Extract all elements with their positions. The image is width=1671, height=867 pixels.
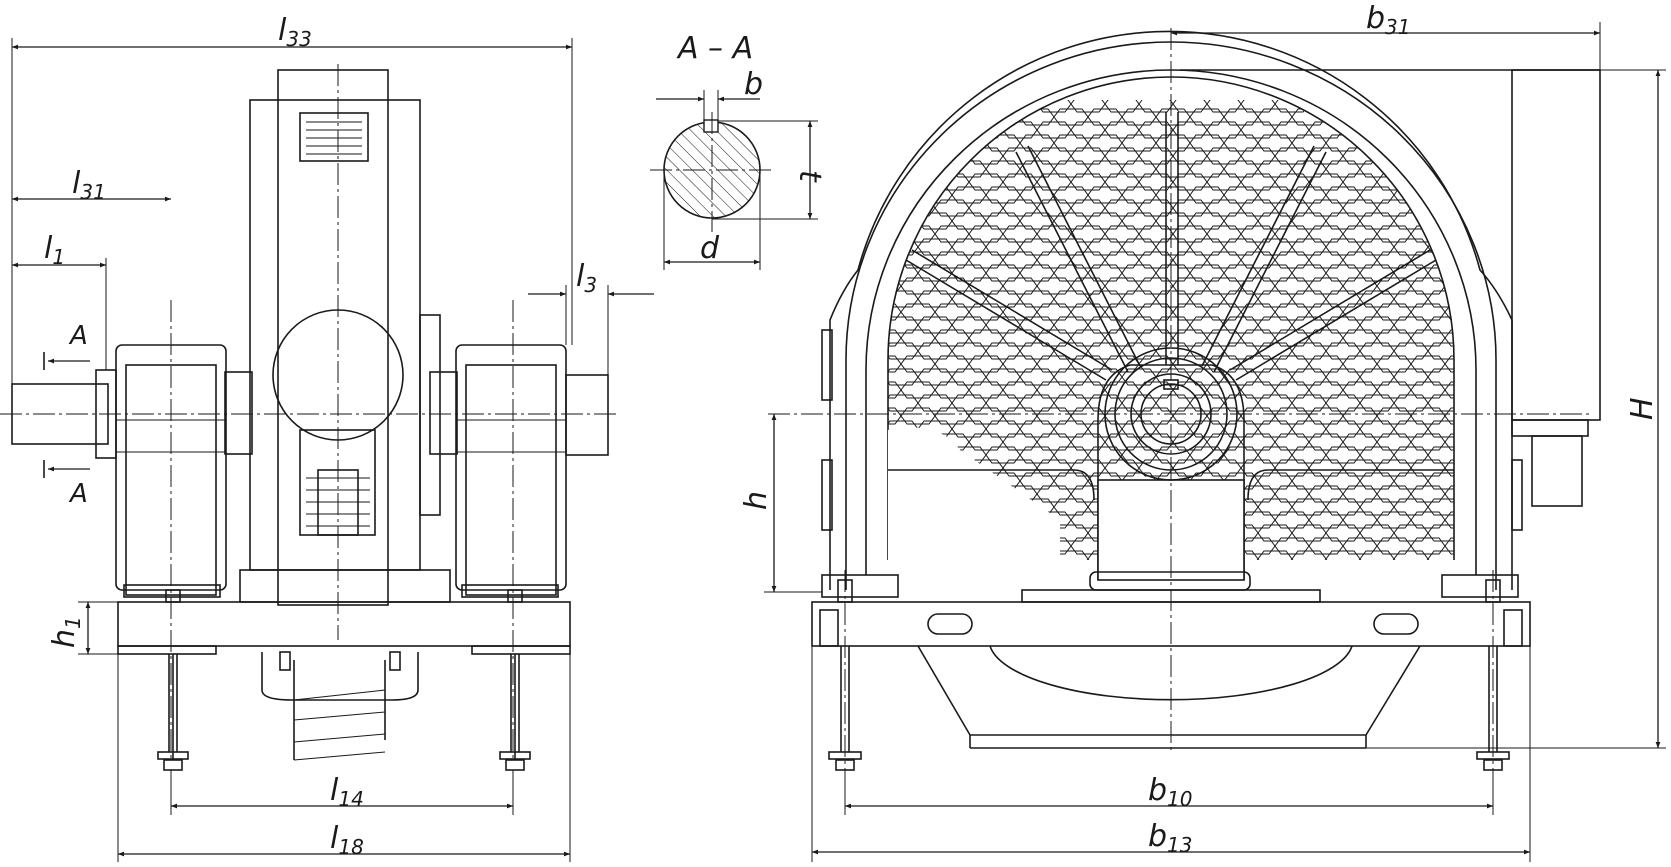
dim-label-b31: b31 (1366, 1, 1411, 39)
section-title: A – A (676, 31, 753, 66)
dim-label-l3: l3 (576, 259, 597, 297)
dim-label-l14: l14 (330, 773, 364, 811)
dim-label-d: d (700, 231, 720, 266)
dim-label-b10: b10 (1148, 773, 1193, 811)
dim-label-t: t (792, 170, 827, 183)
section-marker-top: A (68, 321, 88, 351)
dim-label-b: b (744, 67, 763, 102)
dim-label-h1: h1 (47, 616, 85, 648)
dim-label-b13: b13 (1148, 819, 1193, 857)
dim-label-l33: l33 (278, 13, 312, 51)
dim-label-h: h (739, 491, 774, 510)
shaft-section (650, 90, 818, 270)
side-view (0, 64, 620, 771)
dim-label-l18: l18 (330, 821, 364, 859)
left-dimensions (11, 38, 654, 862)
dim-label-H: H (1625, 397, 1660, 420)
right-dimensions (764, 22, 1666, 862)
dim-label-l1: l1 (44, 231, 65, 269)
front-view (768, 28, 1601, 772)
section-marker-bottom: A (68, 479, 88, 509)
dim-label-l31: l31 (72, 166, 106, 204)
